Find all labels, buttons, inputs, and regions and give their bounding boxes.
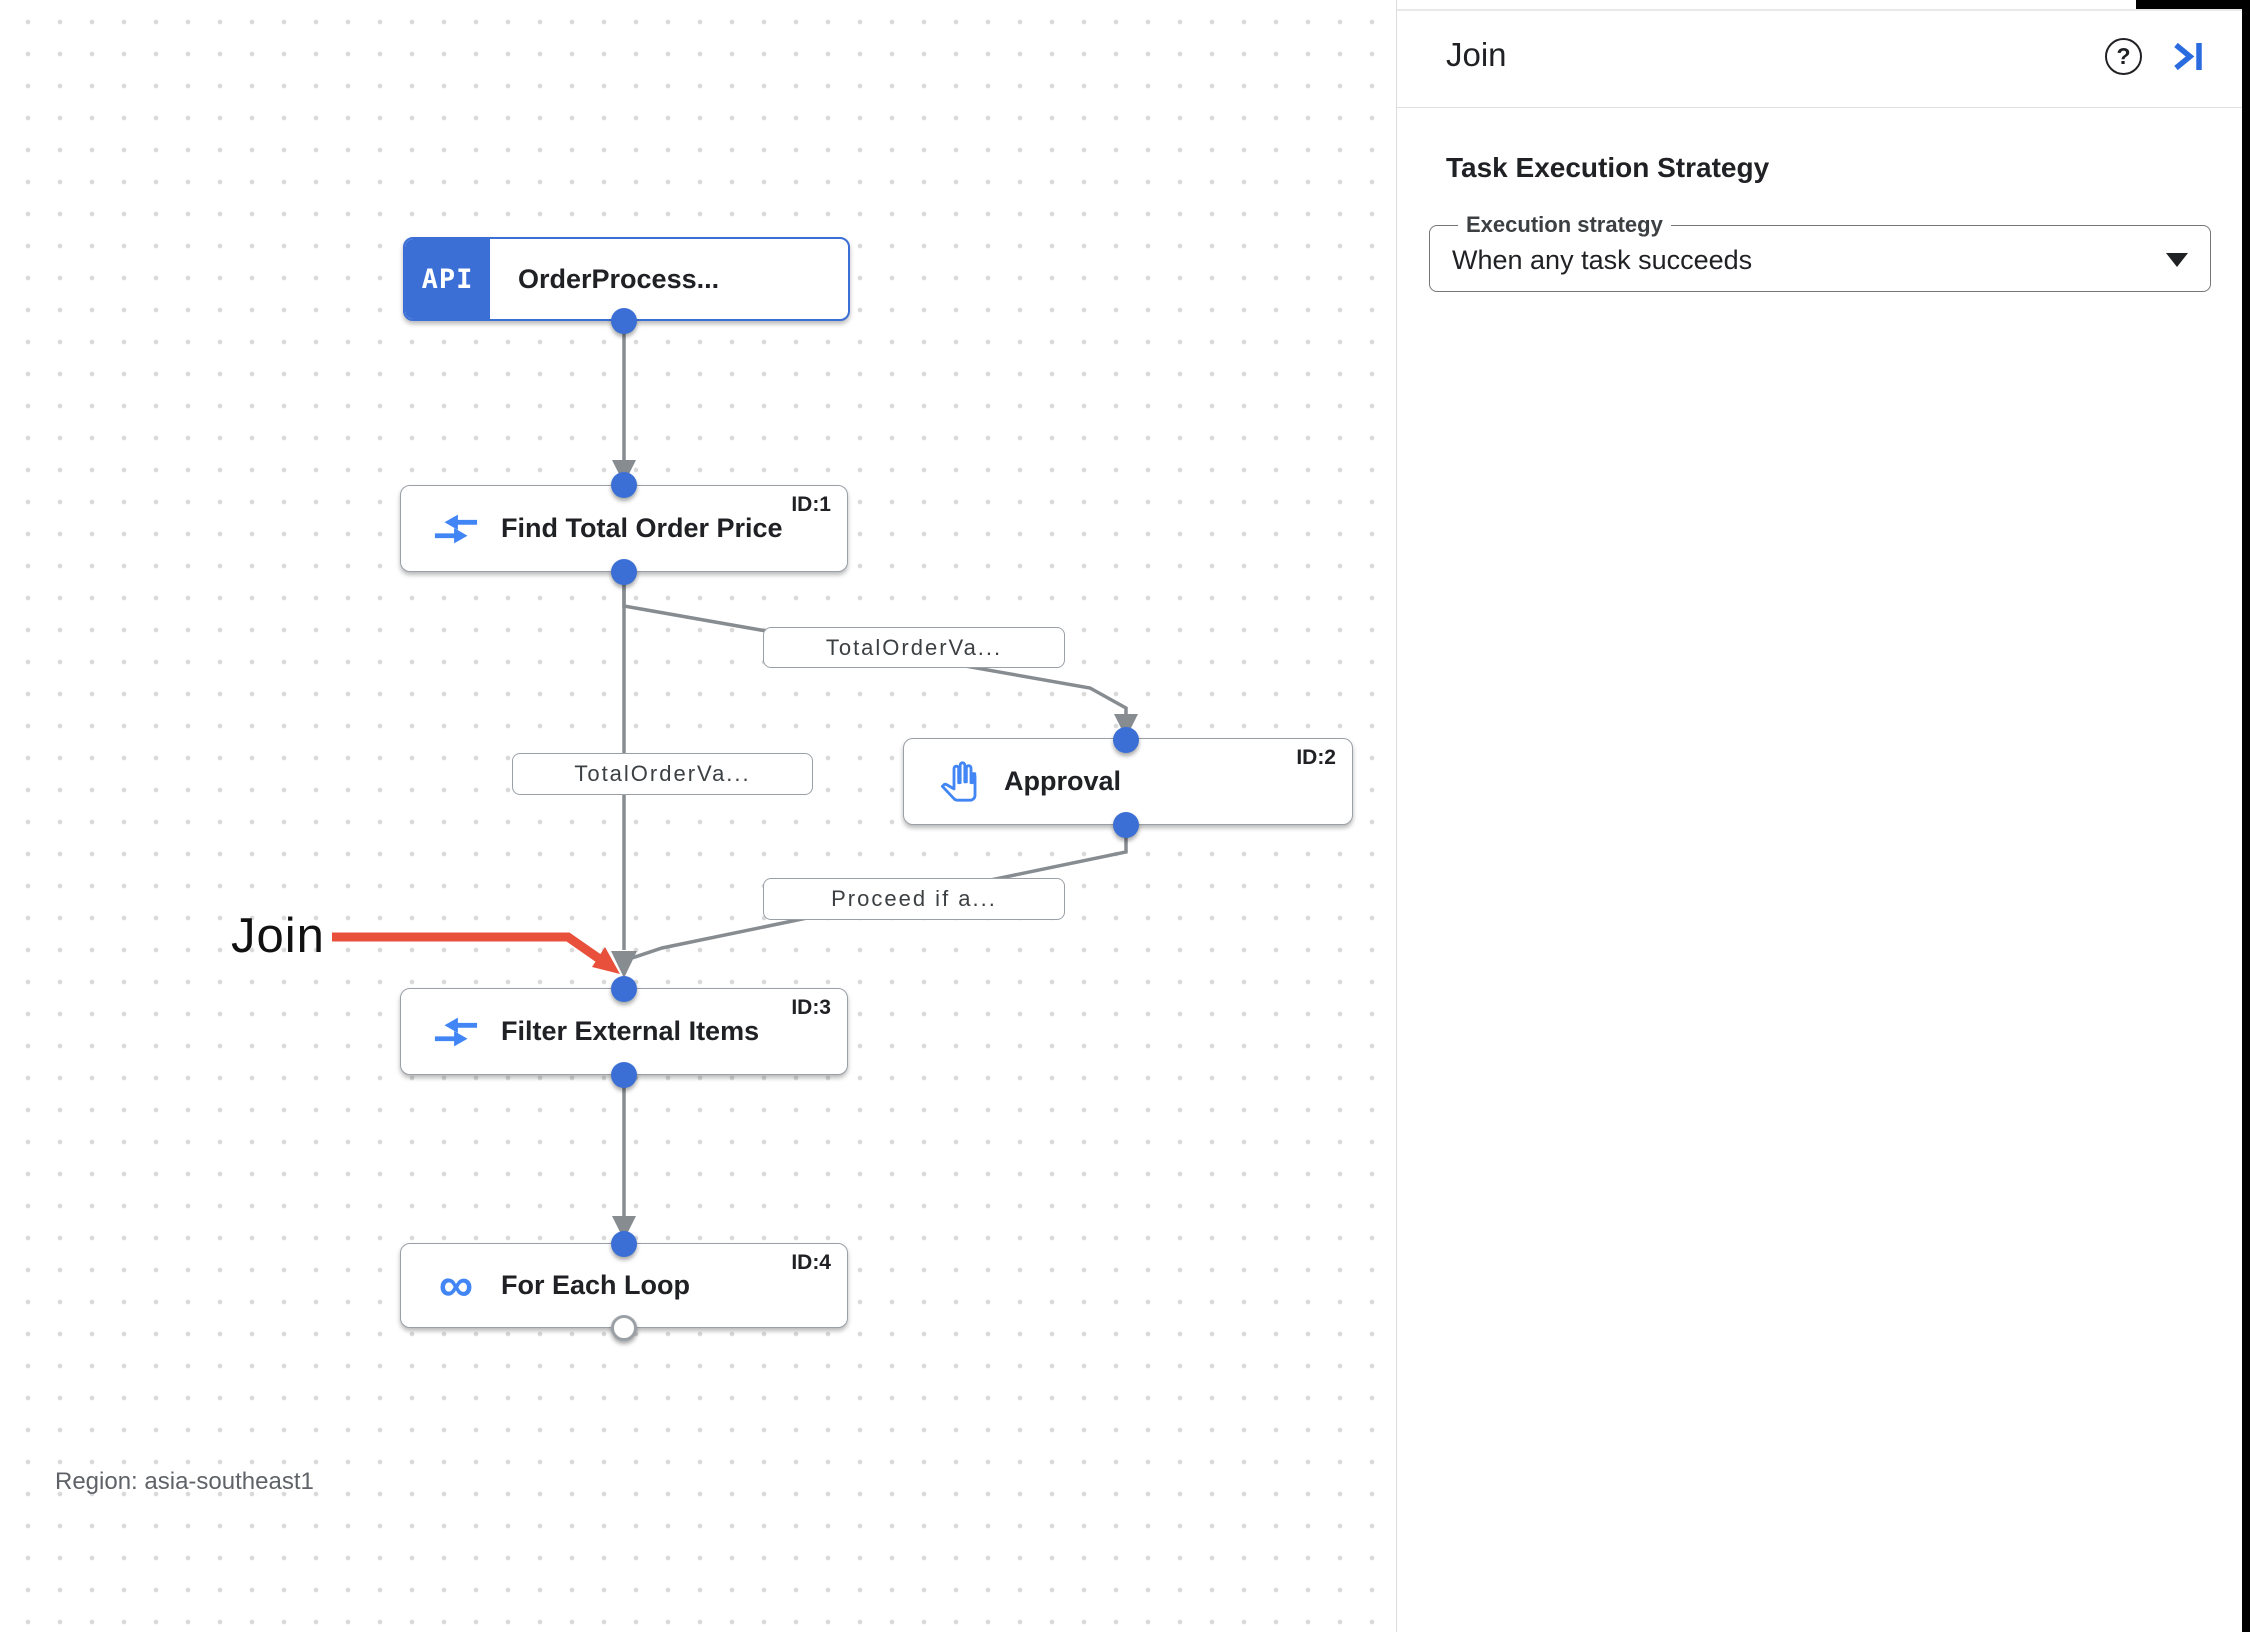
port-out-approval[interactable]: [1113, 812, 1139, 838]
window-edge-artifact-right: [2242, 0, 2250, 1632]
node-order-process-trigger[interactable]: API OrderProcess...: [403, 237, 850, 321]
region-label: Region: asia-southeast1: [55, 1468, 314, 1495]
port-out-foreach[interactable]: [611, 1315, 637, 1341]
node-title: OrderProcess...: [518, 263, 720, 294]
config-panel: Join Task Execution Strategy Execution s…: [1396, 0, 2243, 1632]
node-title: Find Total Order Price: [501, 513, 783, 543]
panel-top-divider: [1397, 9, 2243, 11]
hand-icon: [936, 759, 982, 805]
node-approval[interactable]: Approval ID:2: [903, 738, 1353, 825]
node-title: Approval: [1004, 766, 1122, 796]
execution-strategy-value: When any task succeeds: [1452, 244, 1753, 275]
collapse-panel-icon[interactable]: [2168, 38, 2210, 75]
execution-strategy-select[interactable]: Execution strategy When any task succeed…: [1429, 212, 2211, 292]
node-id-badge: ID:3: [791, 996, 831, 1019]
node-title: Filter External Items: [501, 1016, 760, 1046]
port-out-find[interactable]: [611, 559, 637, 585]
port-in-approval[interactable]: [1113, 727, 1139, 753]
port-in-foreach[interactable]: [611, 1231, 637, 1257]
loop-icon: ∞: [438, 1258, 474, 1312]
panel-header: Join: [1397, 0, 2243, 108]
help-icon[interactable]: ?: [2105, 38, 2142, 75]
node-find-total-order-price[interactable]: Find Total Order Price ID:1: [400, 485, 848, 572]
port-out-filter[interactable]: [611, 1062, 637, 1088]
api-badge: API: [405, 239, 490, 319]
node-id-badge: ID:1: [791, 493, 831, 516]
window-edge-artifact-top: [2136, 0, 2250, 9]
node-id-badge: ID:2: [1296, 746, 1336, 769]
merge-icon: [433, 1014, 479, 1050]
node-id-badge: ID:4: [791, 1251, 831, 1274]
execution-strategy-label: Execution strategy: [1466, 212, 1663, 237]
node-title: For Each Loop: [501, 1270, 690, 1300]
arrowhead: [1114, 714, 1138, 738]
arrowhead: [612, 1216, 636, 1240]
edge-find-to-approval: [622, 578, 1128, 716]
port-in-filter[interactable]: [611, 976, 637, 1002]
join-annotation-arrow: [332, 932, 620, 974]
section-title-task-execution-strategy: Task Execution Strategy: [1446, 152, 1770, 183]
arrowhead: [611, 951, 637, 978]
workflow-canvas[interactable]: API OrderProcess... Find Total Order Pri…: [0, 0, 1396, 1632]
panel-title: Join: [1446, 36, 1507, 73]
join-annotation-label: Join: [231, 909, 325, 963]
merge-icon: [433, 511, 479, 547]
edge-label-total-order-value-right[interactable]: TotalOrderVa...: [763, 627, 1065, 668]
edge-label-total-order-value-left[interactable]: TotalOrderVa...: [512, 753, 813, 795]
port-in-find[interactable]: [611, 472, 637, 498]
edge-label-proceed-if[interactable]: Proceed if a...: [763, 878, 1065, 920]
dropdown-arrow-icon[interactable]: [2166, 253, 2188, 267]
port-out-trigger[interactable]: [611, 308, 637, 334]
